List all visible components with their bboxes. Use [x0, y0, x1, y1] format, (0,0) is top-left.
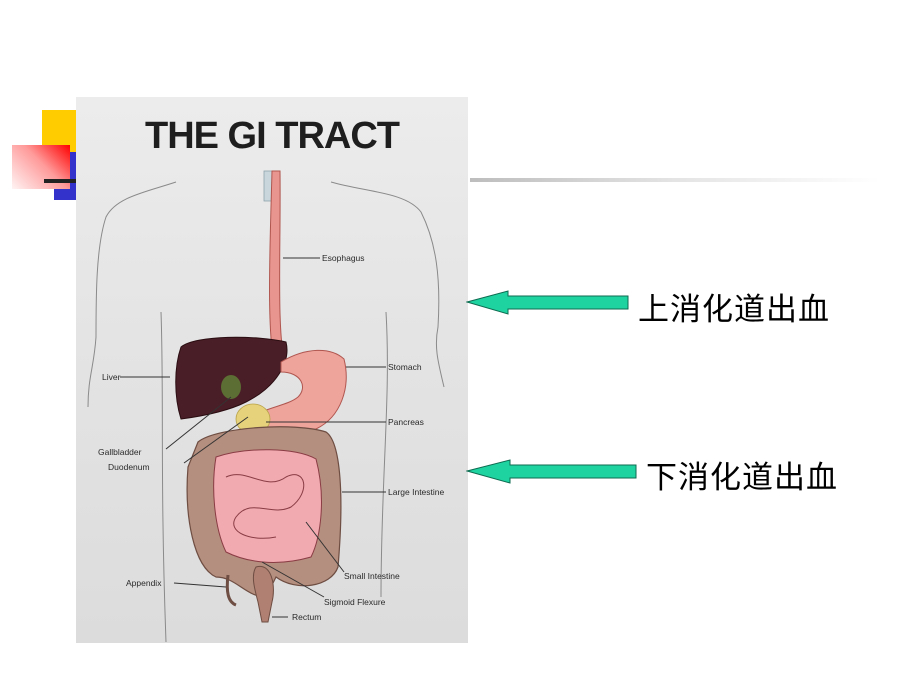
label-stomach: Stomach — [388, 362, 422, 372]
gi-tract-diagram: THE GI TRACT Esophagus Stomach Liver Pan… — [76, 97, 468, 643]
label-appendix: Appendix — [126, 578, 162, 588]
label-rectum: Rectum — [292, 612, 322, 622]
label-liver: Liver — [102, 372, 121, 382]
arrow-left-icon — [466, 290, 629, 315]
label-esophagus: Esophagus — [322, 253, 365, 263]
label-sigmoid-flexure: Sigmoid Flexure — [324, 597, 386, 607]
label-small-intestine: Small Intestine — [344, 571, 400, 581]
title-divider-line — [470, 178, 880, 182]
figure-title: THE GI TRACT — [145, 115, 400, 157]
label-large-intestine: Large Intestine — [388, 487, 445, 497]
decor-black-bar — [44, 179, 76, 183]
label-pancreas: Pancreas — [388, 417, 424, 427]
callout-lower-gi-bleeding: 下消化道出血 — [646, 460, 838, 496]
callout-upper-gi-bleeding: 上消化道出血 — [638, 292, 830, 328]
arrow-left-icon — [466, 459, 637, 484]
label-duodenum: Duodenum — [108, 462, 150, 472]
anatomy-illustration — [87, 170, 445, 643]
label-gallbladder: Gallbladder — [98, 447, 142, 457]
